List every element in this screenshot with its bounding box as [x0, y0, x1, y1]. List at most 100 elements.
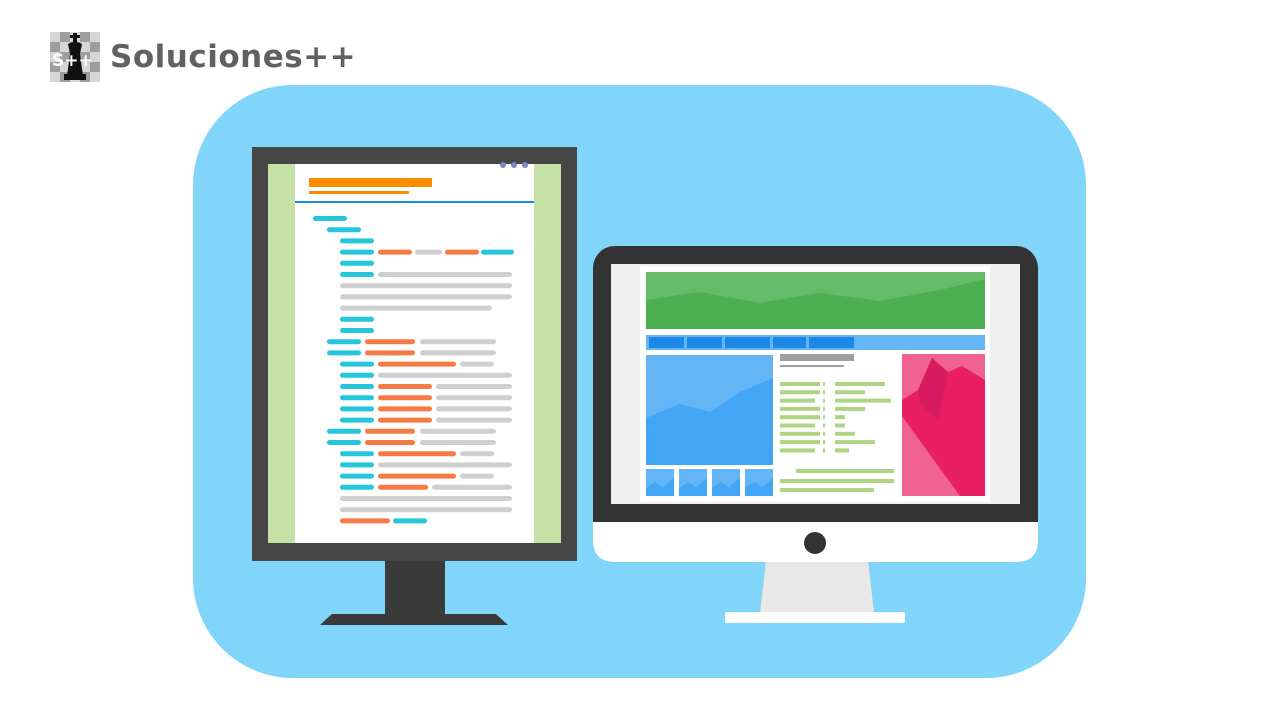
- code-line-segment: [340, 507, 512, 513]
- website-spec-cell: [823, 398, 825, 403]
- code-editor-monitor-icon: [252, 147, 577, 625]
- code-line-segment: [436, 384, 512, 389]
- code-line-segment: [378, 473, 456, 479]
- code-line-segment: [340, 305, 492, 311]
- code-line-segment: [378, 451, 456, 457]
- code-line-segment: [378, 406, 432, 412]
- code-line-segment: [420, 350, 496, 356]
- code-line-segment: [327, 428, 361, 434]
- code-line-segment: [340, 417, 374, 423]
- code-line-segment: [436, 406, 512, 412]
- code-line-segment: [340, 272, 374, 277]
- code-line-segment: [327, 339, 361, 345]
- website-spec-cell: [780, 423, 815, 428]
- website-spec-cell: [823, 448, 825, 453]
- code-line-segment: [445, 249, 479, 255]
- website-side-mountain-shade: [918, 358, 948, 420]
- code-line-segment: [340, 406, 374, 412]
- website-spec-cell: [835, 448, 849, 453]
- website-spec-cell: [835, 382, 885, 386]
- code-title-bar: [309, 178, 432, 187]
- code-line-segment: [340, 283, 512, 289]
- website-thumbnails: [646, 469, 773, 496]
- website-thumbnail-mountain: [646, 478, 674, 496]
- code-line-segment: [340, 238, 374, 244]
- website-desktop-icon: [593, 246, 1038, 623]
- website-spec-cell: [823, 415, 825, 420]
- right-monitor-foot: [725, 612, 905, 623]
- logo-glyph: S++: [52, 51, 93, 71]
- code-line-segment: [365, 440, 415, 445]
- website-spec-cell: [835, 423, 845, 428]
- code-line-segment: [378, 272, 512, 277]
- left-sidebar-panel: [268, 164, 295, 543]
- website-spec-cell: [823, 431, 825, 436]
- website-nav-item: [649, 337, 684, 348]
- code-line-segment: [365, 428, 415, 434]
- website-nav-item: [809, 337, 854, 348]
- website-spec-cell: [780, 406, 820, 411]
- website-thumbnail-mountain: [745, 478, 773, 496]
- website-spec-cell: [780, 415, 820, 420]
- code-line-segment: [378, 361, 456, 367]
- website-hero-mountain: [646, 378, 773, 465]
- code-line-segment: [378, 395, 432, 401]
- code-line-segment: [378, 484, 428, 490]
- code-line-segment: [393, 518, 427, 524]
- website-spec-cell: [823, 390, 825, 395]
- left-monitor-base: [320, 614, 508, 625]
- website-spec-cell: [823, 406, 825, 411]
- website-spec-cell: [835, 390, 865, 395]
- code-line-segment: [378, 462, 512, 468]
- code-line-segment: [340, 473, 374, 479]
- website-spec-rows: [780, 382, 891, 453]
- code-line-segment: [340, 328, 374, 333]
- code-header-rule: [295, 201, 534, 203]
- code-line-segment: [340, 316, 374, 322]
- code-line-segment: [436, 417, 512, 423]
- code-line-segment: [327, 440, 361, 445]
- website-spec-cell: [823, 440, 825, 445]
- website-thumbnail-mountain: [712, 478, 740, 496]
- right-monitor-stand: [760, 560, 874, 613]
- code-line-segment: [420, 428, 496, 434]
- code-line-segment: [420, 339, 496, 345]
- website-spec-cell: [835, 431, 855, 436]
- code-line-segment: [365, 350, 415, 356]
- window-dot: [500, 162, 506, 168]
- code-line-segment: [340, 384, 374, 389]
- code-lines: [313, 216, 514, 524]
- code-line-segment: [340, 395, 374, 401]
- code-line-segment: [313, 216, 347, 221]
- website-nav-item: [725, 337, 770, 348]
- website-spec-cell: [780, 382, 820, 386]
- code-line-segment: [340, 462, 374, 468]
- chess-king-icon: S++: [50, 32, 100, 82]
- code-line-segment: [340, 496, 512, 501]
- code-line-segment: [340, 294, 512, 300]
- website-text-line: [780, 488, 874, 492]
- website-spec-cell: [835, 415, 845, 420]
- website-spec-cell: [823, 382, 825, 386]
- website-spec-cell: [780, 448, 815, 453]
- code-line-segment: [340, 372, 374, 378]
- website-spec-cell: [835, 398, 891, 403]
- website-article-subtitle: [780, 365, 844, 367]
- code-line-segment: [378, 249, 412, 255]
- website-spec-cell: [780, 440, 820, 445]
- code-line-segment: [460, 473, 494, 479]
- website-article-title: [780, 354, 854, 361]
- code-line-segment: [340, 249, 374, 255]
- code-line-segment: [378, 384, 432, 389]
- code-subtitle-bar: [309, 191, 409, 194]
- right-sidebar-panel: [534, 164, 561, 543]
- website-spec-cell: [780, 431, 820, 436]
- code-line-segment: [420, 440, 496, 445]
- code-line-segment: [460, 451, 494, 457]
- right-monitor-camera: [804, 532, 826, 554]
- code-line-segment: [327, 227, 361, 233]
- website-text-line: [796, 469, 894, 473]
- website-thumbnail-mountain: [679, 478, 707, 496]
- website-spec-cell: [835, 406, 865, 411]
